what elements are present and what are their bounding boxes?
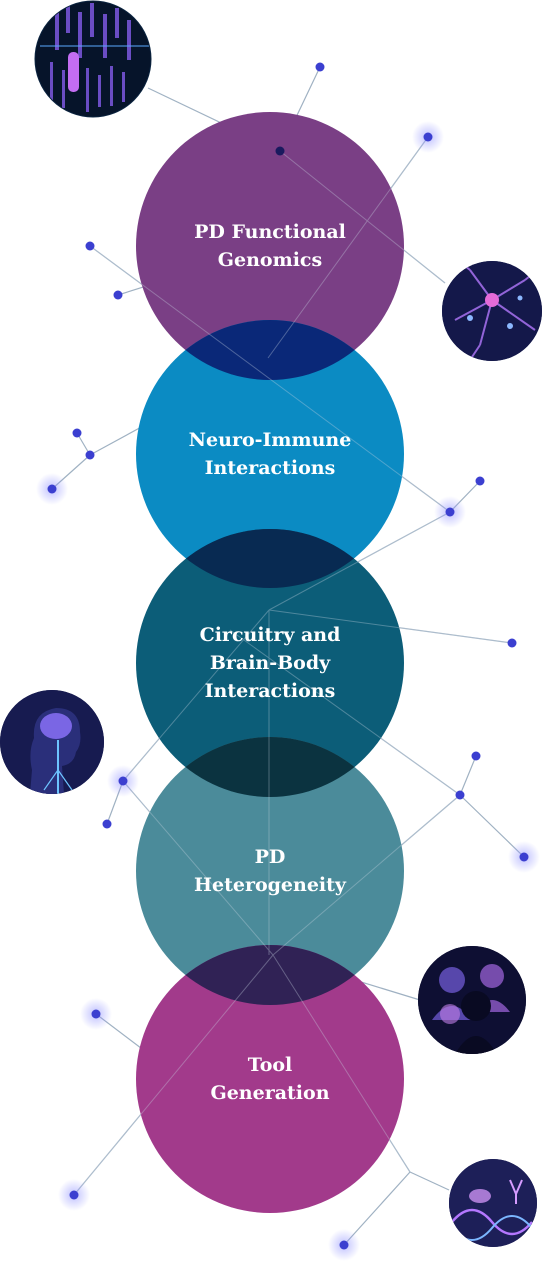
connector-node: [47, 484, 57, 494]
circle-tool-generation[interactable]: [136, 945, 404, 1213]
connector-node: [85, 450, 95, 460]
connector-node: [85, 241, 95, 251]
connector-lines-over: [73, 136, 513, 1196]
connector-node: [91, 1009, 101, 1019]
icon-dna-sequencing: [34, 0, 152, 118]
connector-node: [339, 1240, 349, 1250]
label-circuitry[interactable]: Circuitry and Brain-Body Interactions: [199, 624, 341, 702]
label-neuro-immune[interactable]: Neuro-Immune Interactions: [188, 429, 352, 479]
connector-node: [69, 1190, 79, 1200]
label-functional-genomics[interactable]: PD Functional Genomics: [194, 221, 346, 271]
connector-node: [475, 476, 485, 486]
topic-circles: [136, 112, 404, 1213]
label-heterogeneity[interactable]: PD Heterogeneity: [194, 846, 346, 896]
icon-brain-body: [0, 690, 104, 794]
circle-neuro-immune[interactable]: [136, 320, 404, 588]
connector-node: [113, 290, 123, 300]
connector-node: [275, 146, 285, 156]
connector-node: [519, 852, 529, 862]
connector-node: [423, 132, 433, 142]
label-tool-generation[interactable]: Tool Generation: [210, 1054, 330, 1104]
icon-lab-mouse-dna: [449, 1159, 537, 1247]
connector-node: [102, 819, 112, 829]
circle-circuitry[interactable]: [136, 529, 404, 797]
connector-node: [445, 507, 455, 517]
connector-node: [471, 751, 481, 761]
connector-node: [315, 62, 325, 72]
circle-heterogeneity[interactable]: [136, 737, 404, 1005]
icon-neuron: [442, 261, 542, 361]
connector-node: [72, 428, 82, 438]
connector-node: [455, 790, 465, 800]
connector-node: [118, 776, 128, 786]
circle-functional-genomics[interactable]: [136, 112, 404, 380]
connector-nodes: [36, 62, 540, 1261]
icon-people-profiles: [418, 946, 526, 1054]
connector-node: [507, 638, 517, 648]
